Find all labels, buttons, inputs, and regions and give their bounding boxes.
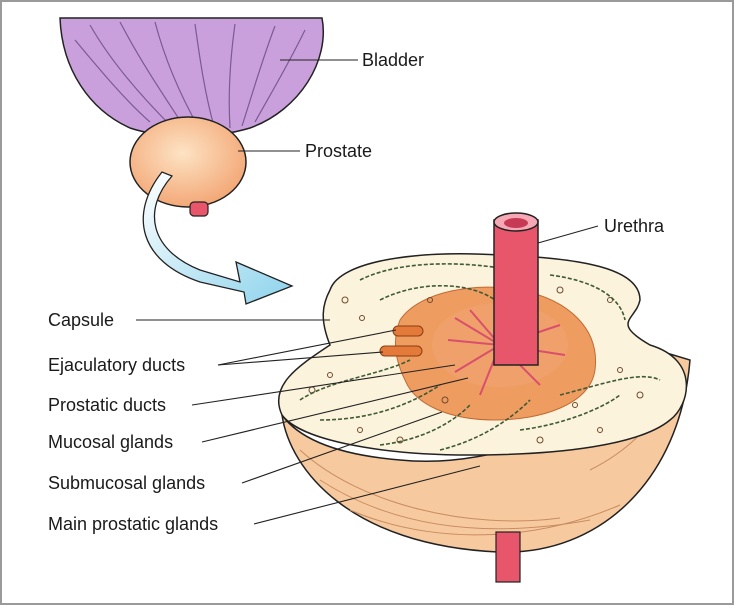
label-main-prostatic-glands: Main prostatic glands <box>48 514 219 534</box>
label-mucosal-glands: Mucosal glands <box>48 432 174 452</box>
label-capsule: Capsule <box>48 310 115 330</box>
bladder-illustration <box>59 17 324 137</box>
label-urethra: Urethra <box>604 216 665 236</box>
label-ejaculatory-ducts: Ejaculatory ducts <box>48 355 186 375</box>
label-prostatic-ducts: Prostatic ducts <box>48 395 167 415</box>
label-submucosal-glands: Submucosal glands <box>48 473 206 493</box>
label-bladder: Bladder <box>362 50 425 70</box>
curved-arrow <box>142 171 294 305</box>
label-prostate: Prostate <box>305 141 373 161</box>
leader-lines <box>136 59 599 525</box>
prostate-cross-section <box>277 212 691 583</box>
